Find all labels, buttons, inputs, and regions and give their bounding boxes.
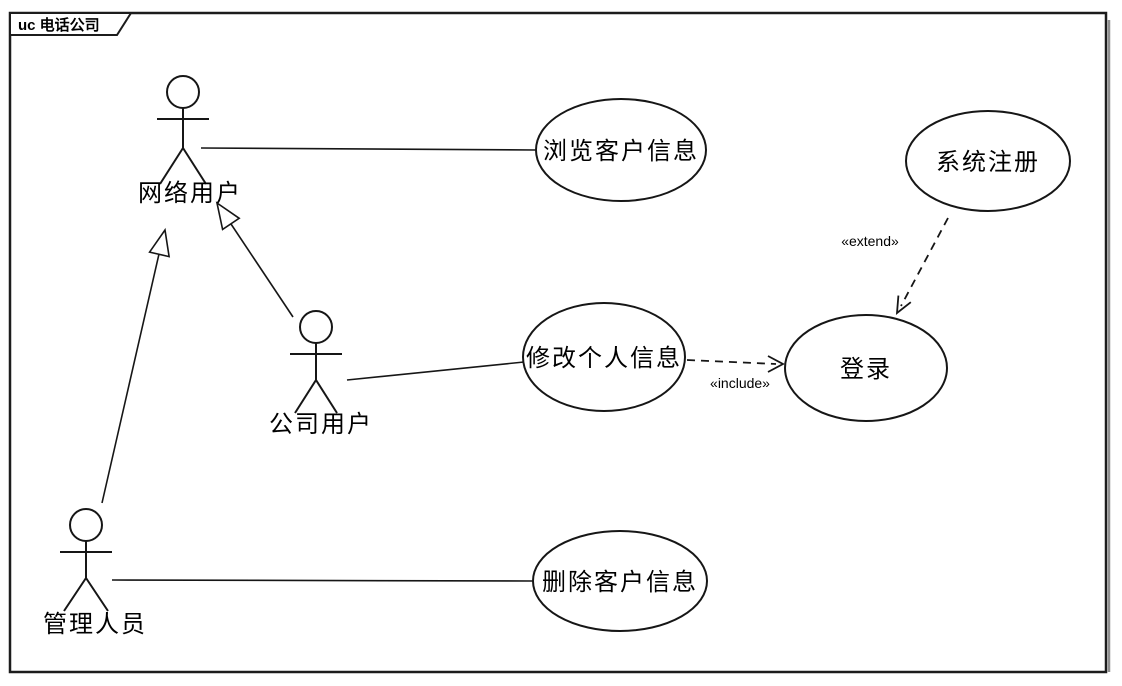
usecase-login: 登录 (784, 314, 948, 422)
extend-dashed-line (900, 217, 949, 307)
stick-figure-icon (60, 508, 112, 612)
generalization-admin-network-user (101, 227, 171, 504)
open-arrowhead-icon (767, 355, 785, 373)
actor-network-user: 网络用户 (138, 75, 242, 207)
usecase-delete-customer-info: 删除客户信息 (532, 530, 708, 632)
usecase-ellipse (532, 530, 708, 632)
actor-admin: 管理人员 (43, 508, 147, 638)
association-network-user-browse (200, 147, 537, 151)
generalization-company-user-network-user (215, 201, 294, 318)
usecase-browse-customer-info: 浏览客户信息 (535, 98, 707, 202)
usecase-label: 修改个人信息 (526, 345, 682, 372)
usecase-label: 删除客户信息 (542, 569, 698, 596)
stick-figure-icon (290, 310, 342, 414)
usecase-system-register: 系统注册 (905, 110, 1071, 212)
usecase-label: 浏览客户信息 (543, 138, 699, 165)
include-label: «include» (710, 375, 770, 391)
actor-label: 管理人员 (43, 611, 147, 638)
generalization-line (230, 223, 294, 318)
open-arrowhead-icon (895, 295, 912, 315)
actor-company-user: 公司用户 (269, 310, 373, 438)
include-dashed-line (686, 359, 777, 365)
association-admin-delete (111, 579, 534, 582)
usecase-ellipse (905, 110, 1071, 212)
usecase-ellipse (784, 314, 948, 422)
generalization-arrowhead-icon (215, 201, 241, 231)
frame-tab (9, 12, 133, 36)
include-dependency: «include» (686, 355, 785, 391)
usecase-label: 系统注册 (936, 149, 1040, 176)
generalization-line (101, 253, 160, 504)
extend-dependency: «extend» (841, 217, 949, 315)
actor-label: 网络用户 (138, 180, 242, 207)
actor-label: 公司用户 (269, 411, 373, 438)
extend-label: «extend» (841, 233, 899, 249)
usecase-ellipse (522, 302, 686, 412)
generalization-arrowhead-icon (148, 227, 171, 258)
usecase-ellipse (535, 98, 707, 202)
usecase-modify-personal-info: 修改个人信息 (522, 302, 686, 412)
usecase-label: 登录 (840, 356, 892, 383)
stick-figure-icon (157, 75, 209, 185)
association-company-user-modify (346, 361, 525, 381)
frame-title: uc 电话公司 (18, 16, 100, 34)
